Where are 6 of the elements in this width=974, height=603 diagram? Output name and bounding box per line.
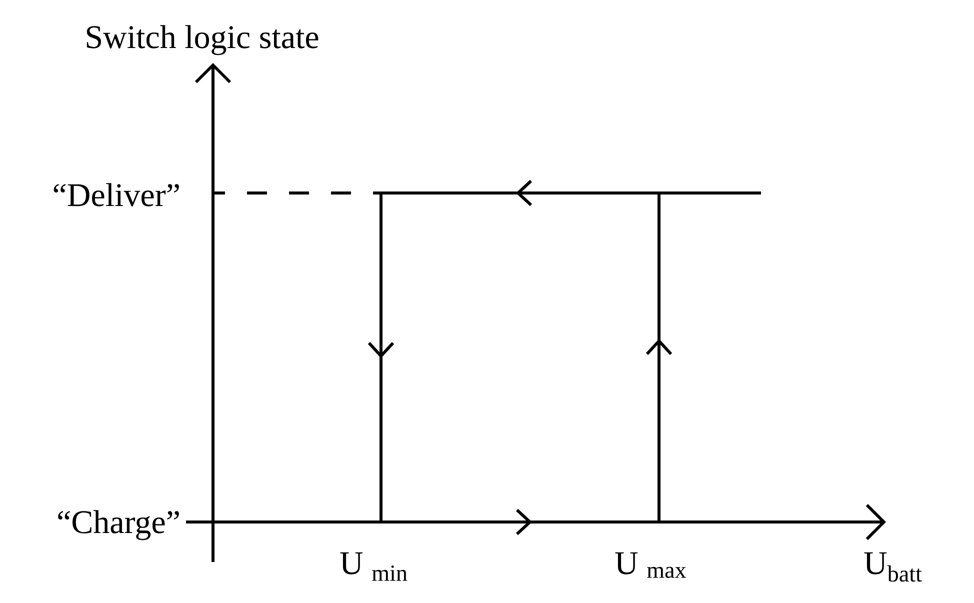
state-label: “Charge” xyxy=(58,510,179,540)
tick-label: U $_{max}$ xyxy=(615,552,686,578)
axis-title: U$_{batt}$ xyxy=(864,552,922,582)
tick-label: U $_{min}$ xyxy=(340,552,408,581)
state-label: “Deliver” xyxy=(54,183,179,206)
axis-title: Switch logic state xyxy=(86,25,318,56)
